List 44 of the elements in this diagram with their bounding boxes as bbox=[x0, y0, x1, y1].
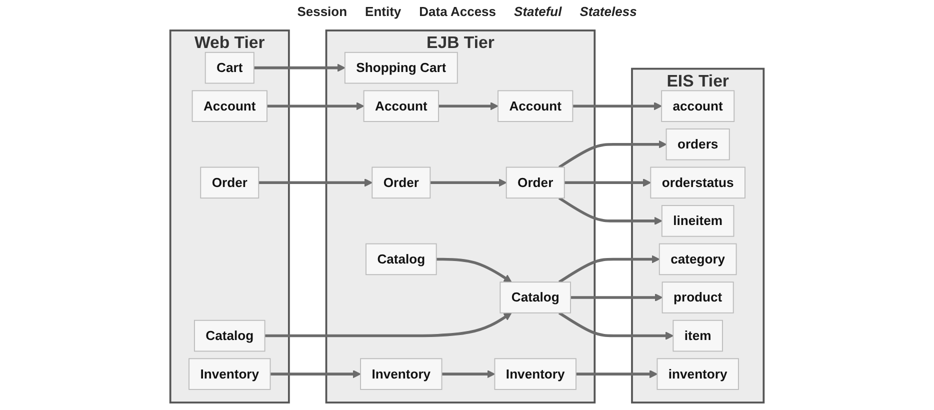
node-box: Catalog bbox=[500, 282, 571, 314]
node-box: account bbox=[661, 90, 735, 122]
column-heading: Entity bbox=[365, 4, 402, 19]
arrow bbox=[558, 196, 662, 226]
node-box: Catalog bbox=[366, 243, 437, 276]
arrow bbox=[564, 178, 652, 187]
node-box: Account bbox=[192, 90, 268, 122]
node-box: orders bbox=[666, 128, 730, 160]
arrow bbox=[558, 255, 660, 284]
arrow bbox=[436, 258, 512, 282]
node-box: orderstatus bbox=[650, 166, 746, 199]
node-box: Inventory bbox=[494, 358, 576, 390]
column-heading: Session bbox=[297, 4, 348, 19]
node-box: lineitem bbox=[661, 205, 734, 237]
node-box: Order bbox=[200, 166, 260, 199]
node-box: Shopping Cart bbox=[344, 52, 458, 84]
arrow bbox=[264, 312, 512, 338]
arrow bbox=[438, 102, 498, 110]
arrow bbox=[258, 178, 373, 187]
node-box: inventory bbox=[656, 358, 739, 390]
arrow bbox=[430, 178, 507, 187]
column-heading: Data Access bbox=[419, 4, 496, 19]
node-box: Cart bbox=[204, 52, 254, 84]
node-box: Account bbox=[498, 90, 574, 122]
arrow bbox=[442, 370, 496, 378]
node-box: Inventory bbox=[360, 358, 442, 390]
column-heading: Stateless bbox=[580, 4, 637, 19]
node-box: Catalog bbox=[194, 320, 266, 352]
arrow bbox=[270, 370, 361, 378]
node-box: product bbox=[662, 282, 734, 314]
arrow bbox=[570, 293, 663, 302]
arrow bbox=[266, 102, 364, 110]
node-box: Order bbox=[506, 166, 565, 199]
arrow bbox=[572, 102, 662, 110]
node-box: category bbox=[658, 243, 737, 276]
arrow bbox=[254, 64, 346, 72]
node-box: Order bbox=[372, 166, 431, 199]
arrow bbox=[558, 140, 667, 168]
node-box: Account bbox=[363, 90, 439, 122]
arrow bbox=[576, 370, 658, 378]
node-box: item bbox=[672, 320, 723, 352]
column-heading: Stateful bbox=[514, 4, 562, 19]
node-box: Inventory bbox=[188, 358, 271, 390]
arrow bbox=[558, 312, 674, 340]
